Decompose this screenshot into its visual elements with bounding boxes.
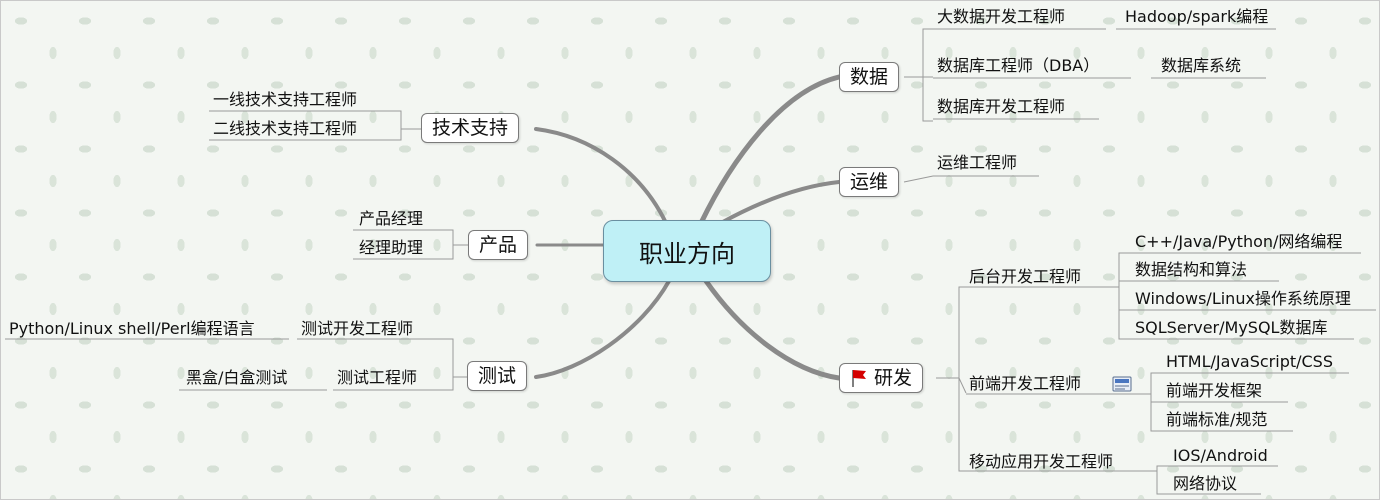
link-central-data (698, 74, 842, 226)
leaf-backend-algo[interactable]: 数据结构和算法 (1135, 260, 1248, 279)
leaf-mobile-platform[interactable]: IOS/Android (1173, 446, 1268, 465)
topic-test[interactable]: 测试 (467, 361, 528, 391)
topic-data-label: 数据 (850, 66, 889, 88)
topic-product-label: 产品 (479, 234, 518, 256)
leaf-ops-engineer[interactable]: 运维工程师 (937, 153, 1018, 172)
topic-rd[interactable]: 研发 (839, 363, 924, 393)
leaf-bigdata-detail[interactable]: Hadoop/spark编程 (1125, 7, 1269, 26)
leaf-bigdata-engineer[interactable]: 大数据开发工程师 (937, 7, 1066, 26)
topic-test-label: 测试 (478, 365, 517, 387)
link-central-support (534, 127, 668, 225)
leaf-frontend-framework[interactable]: 前端开发框架 (1166, 381, 1263, 400)
leaf-test-developer[interactable]: 测试开发工程师 (301, 319, 414, 338)
topic-data[interactable]: 数据 (839, 62, 900, 92)
leaf-db-developer[interactable]: 数据库开发工程师 (937, 97, 1066, 116)
leaf-support-second-line[interactable]: 二线技术支持工程师 (213, 119, 358, 138)
topic-ops[interactable]: 运维 (839, 167, 900, 197)
topic-support-label: 技术支持 (432, 117, 509, 139)
leaf-product-manager[interactable]: 产品经理 (359, 209, 424, 228)
leaf-frontend-web[interactable]: HTML/JavaScript/CSS (1166, 352, 1333, 371)
leaf-test-developer-detail[interactable]: Python/Linux shell/Perl编程语言 (9, 319, 255, 338)
topic-rd-label: 研发 (874, 367, 913, 389)
leaf-backend-os[interactable]: Windows/Linux操作系统原理 (1135, 289, 1351, 308)
red-flag-icon (852, 370, 866, 387)
link-central-test (534, 279, 671, 379)
leaf-dba-detail[interactable]: 数据库系统 (1161, 56, 1242, 75)
leaf-test-engineer[interactable]: 测试工程师 (337, 368, 418, 387)
leaf-mobile[interactable]: 移动应用开发工程师 (969, 452, 1114, 471)
leaf-mobile-protocol[interactable]: 网络协议 (1173, 474, 1238, 493)
leaf-backend-db[interactable]: SQLServer/MySQL数据库 (1135, 318, 1328, 337)
leaf-backend-lang[interactable]: C++/Java/Python/网络编程 (1135, 232, 1343, 251)
leaf-backend[interactable]: 后台开发工程师 (969, 267, 1082, 286)
leaf-frontend-standard[interactable]: 前端标准/规范 (1166, 410, 1268, 429)
leaf-support-first-line[interactable]: 一线技术支持工程师 (213, 90, 358, 109)
topic-product[interactable]: 产品 (468, 230, 529, 260)
topic-support[interactable]: 技术支持 (421, 113, 520, 143)
link-central-ops (719, 180, 841, 225)
leaf-product-assistant[interactable]: 经理助理 (359, 238, 424, 257)
leaf-frontend[interactable]: 前端开发工程师 (969, 374, 1082, 393)
link-central-rd (703, 278, 842, 381)
central-topic[interactable]: 职业方向 (603, 220, 771, 282)
topic-ops-label: 运维 (850, 171, 889, 193)
note-icon[interactable] (1112, 376, 1132, 392)
leaf-dba[interactable]: 数据库工程师（DBA） (937, 56, 1100, 75)
leaf-test-engineer-detail[interactable]: 黑盒/白盒测试 (186, 368, 288, 387)
